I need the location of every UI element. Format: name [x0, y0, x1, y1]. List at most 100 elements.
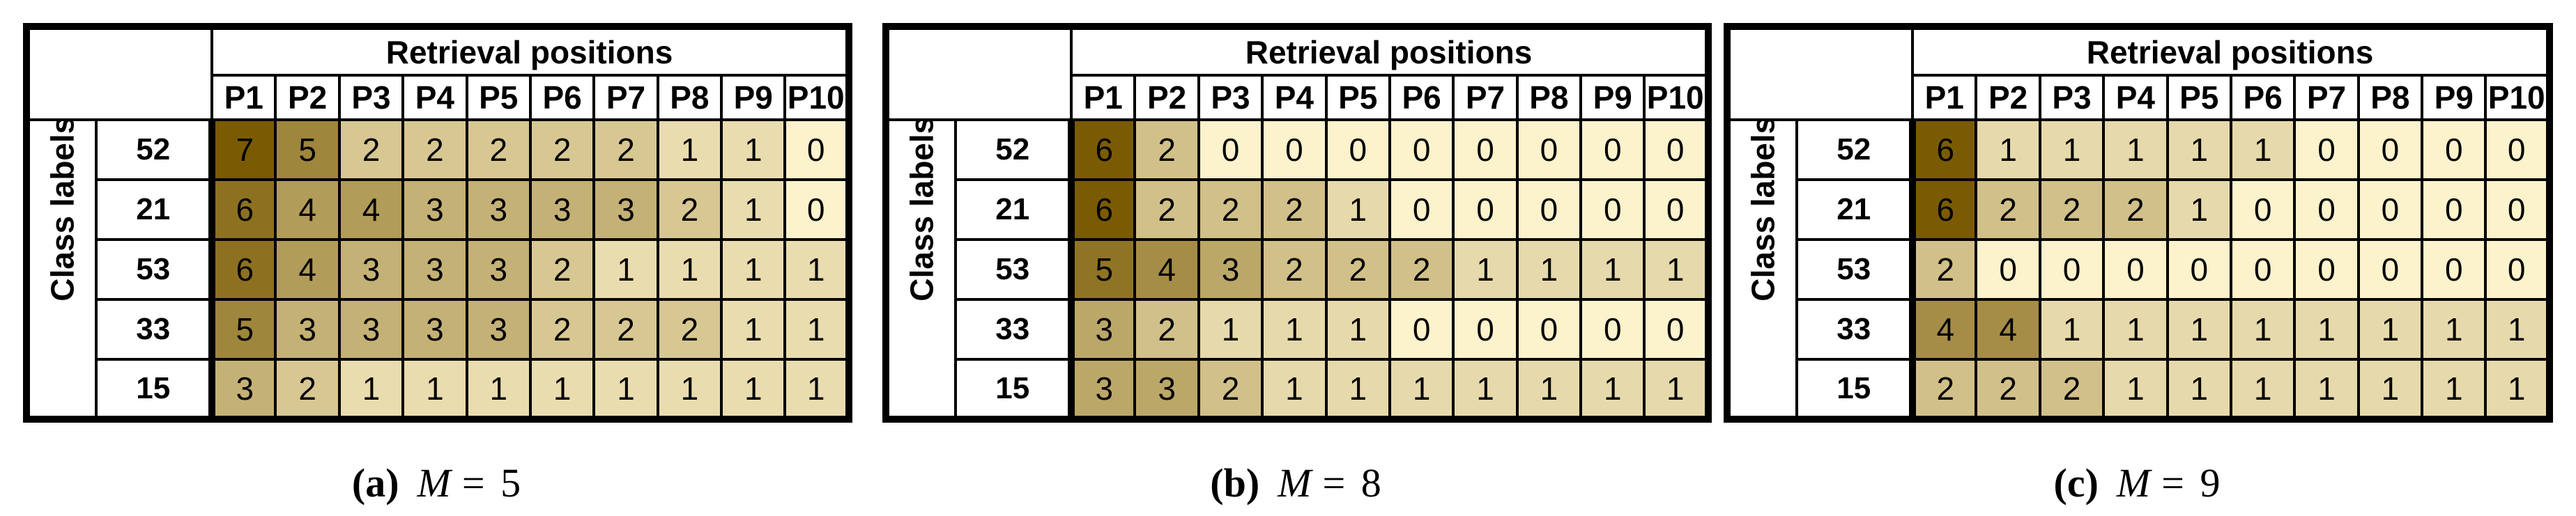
count-cell: 1 [1324, 178, 1391, 241]
count-cell: 4 [1975, 298, 2041, 361]
class-labels-axis: Class labels [24, 118, 98, 421]
caption-marker: (b) [1210, 460, 1260, 506]
count-cell: 2 [528, 118, 596, 181]
count-cell: 0 [2356, 238, 2424, 301]
caption-marker: (a) [351, 460, 399, 506]
position-header-cell: P7 [592, 74, 659, 121]
count-cell: 0 [1643, 178, 1710, 241]
caption-variable: M [417, 460, 451, 506]
count-cell: 3 [208, 358, 277, 421]
position-header-cell: P6 [1388, 74, 1455, 121]
count-cell: 1 [656, 358, 723, 421]
position-header-cell: P8 [1515, 74, 1583, 121]
count-cell: 3 [465, 298, 532, 361]
count-cell: 1 [1643, 238, 1710, 301]
class-label-cell: 52 [95, 118, 214, 181]
position-header-cell: P9 [1579, 74, 1646, 121]
count-cell: 1 [2484, 358, 2551, 421]
position-header-cell: P9 [2421, 74, 2487, 121]
count-cell: 1 [1643, 358, 1710, 421]
count-cell: 0 [783, 118, 850, 181]
position-header-cell: P9 [720, 74, 787, 121]
position-header-cell: P7 [2293, 74, 2360, 121]
corner-cell [1725, 25, 1915, 121]
count-cell: 0 [1579, 118, 1646, 181]
count-cell: 1 [1452, 238, 1519, 301]
count-cell: 0 [1388, 298, 1455, 361]
position-header-cell: P7 [1452, 74, 1519, 121]
count-cell: 0 [1975, 238, 2041, 301]
count-cell: 2 [2102, 178, 2169, 241]
count-cell: 2 [1975, 358, 2041, 421]
count-cell: 1 [1579, 238, 1646, 301]
count-cell: 1 [2229, 298, 2297, 361]
count-cell: 0 [1324, 118, 1391, 181]
count-cell: 1 [2421, 298, 2487, 361]
count-cell: 1 [2356, 358, 2424, 421]
count-cell: 0 [2484, 178, 2551, 241]
position-header-cell: P4 [1261, 74, 1328, 121]
count-cell: 6 [1909, 178, 1978, 241]
count-cell: 4 [1133, 238, 1200, 301]
count-cell: 1 [401, 358, 468, 421]
count-cell: 0 [1261, 118, 1328, 181]
position-header-cell: P4 [401, 74, 468, 121]
count-cell: 0 [2421, 178, 2487, 241]
class-label-cell: 53 [954, 238, 1073, 301]
count-cell: 2 [1197, 358, 1264, 421]
count-cell: 0 [2293, 118, 2360, 181]
count-cell: 2 [1975, 178, 2041, 241]
class-label-cell: 52 [954, 118, 1073, 181]
count-cell: 3 [465, 238, 532, 301]
count-cell: 0 [1452, 178, 1519, 241]
count-cell: 2 [592, 298, 659, 361]
class-label-cell: 33 [954, 298, 1073, 361]
corner-cell [884, 25, 1073, 121]
count-cell: 1 [2229, 118, 2297, 181]
count-cell: 1 [720, 118, 787, 181]
count-cell: 4 [1909, 298, 1978, 361]
position-header-cell: P8 [656, 74, 723, 121]
count-cell: 1 [2165, 358, 2232, 421]
count-cell: 1 [1197, 298, 1264, 361]
count-cell: 1 [720, 358, 787, 421]
count-cell: 0 [1643, 118, 1710, 181]
count-cell: 5 [208, 298, 277, 361]
count-cell: 1 [592, 358, 659, 421]
count-cell: 1 [1388, 358, 1455, 421]
position-header-cell: P6 [2229, 74, 2297, 121]
position-header-cell: P3 [337, 74, 405, 121]
count-cell: 2 [656, 298, 723, 361]
count-cell: 3 [337, 238, 405, 301]
count-cell: 0 [2421, 118, 2487, 181]
caption-marker: (c) [2053, 460, 2099, 506]
position-header-cell: P10 [1643, 74, 1710, 121]
position-header-cell: P1 [1911, 74, 1978, 121]
count-cell: 0 [2293, 178, 2360, 241]
count-cell: 1 [720, 238, 787, 301]
count-cell: 3 [592, 178, 659, 241]
count-cell: 0 [783, 178, 850, 241]
position-header-cell: P4 [2102, 74, 2169, 121]
count-cell: 2 [528, 298, 596, 361]
count-cell: 0 [1388, 118, 1455, 181]
count-cell: 1 [2165, 118, 2232, 181]
count-cell: 0 [1197, 118, 1264, 181]
retrieval-positions-header: Retrieval positions [1070, 25, 1710, 77]
count-cell: 1 [1452, 358, 1519, 421]
count-cell: 1 [2229, 358, 2297, 421]
count-cell: 1 [783, 238, 850, 301]
